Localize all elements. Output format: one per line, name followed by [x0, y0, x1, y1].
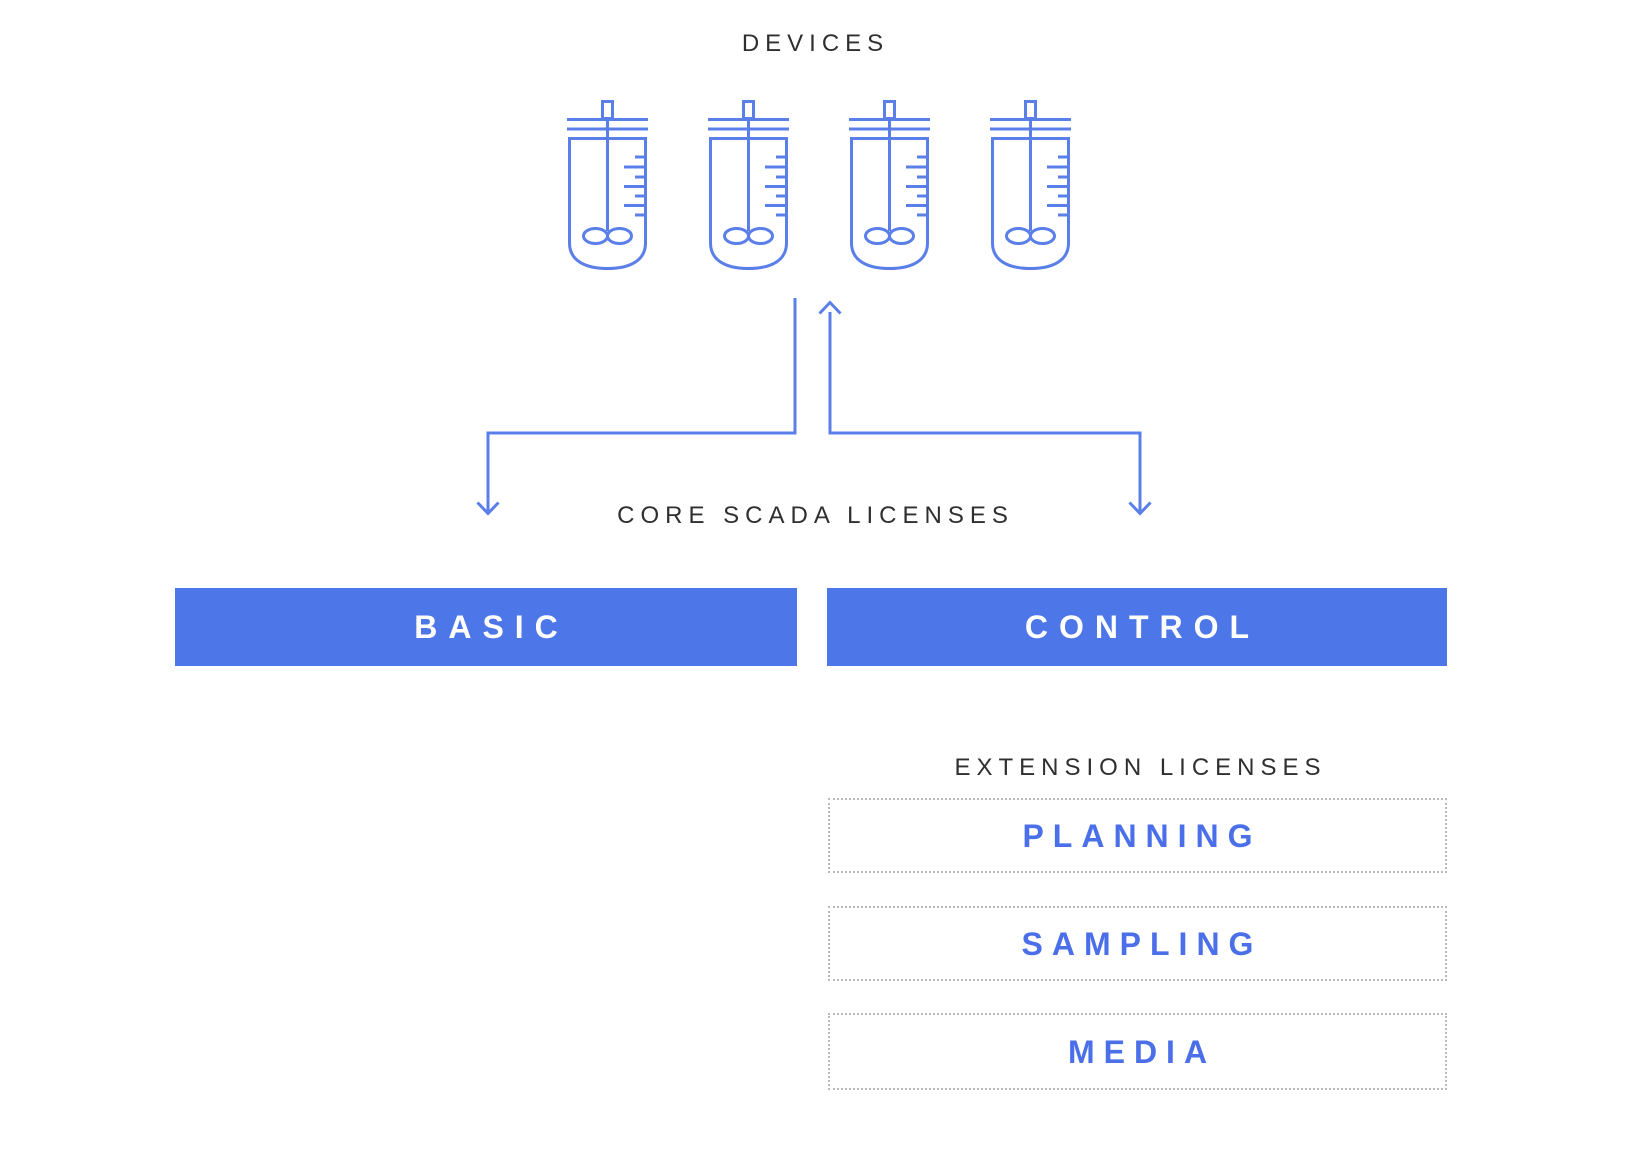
planning-license-label: PLANNING — [1022, 817, 1262, 854]
sampling-license-box: SAMPLING — [828, 906, 1447, 981]
arrowhead-up-icon — [818, 300, 842, 315]
arrowhead-down-icon — [476, 501, 500, 516]
devices-control-arrow — [818, 300, 1152, 516]
arrowhead-down-icon — [1128, 501, 1152, 516]
control-license-box: CONTROL — [827, 588, 1447, 666]
basic-license-label: BASIC — [414, 609, 569, 645]
basic-license-box: BASIC — [175, 588, 797, 666]
core-licenses-label: CORE SCADA LICENSES — [617, 502, 1014, 529]
planning-license-box: PLANNING — [828, 798, 1447, 873]
sampling-license-label: SAMPLING — [1021, 925, 1263, 962]
devices-to-basic-arrow — [476, 298, 797, 516]
control-license-label: CONTROL — [1024, 609, 1261, 645]
media-license-box: MEDIA — [828, 1013, 1447, 1090]
media-license-label: MEDIA — [1067, 1033, 1217, 1070]
devices-title: DEVICES — [741, 30, 890, 57]
extension-licenses-label: EXTENSION LICENSES — [954, 754, 1327, 781]
